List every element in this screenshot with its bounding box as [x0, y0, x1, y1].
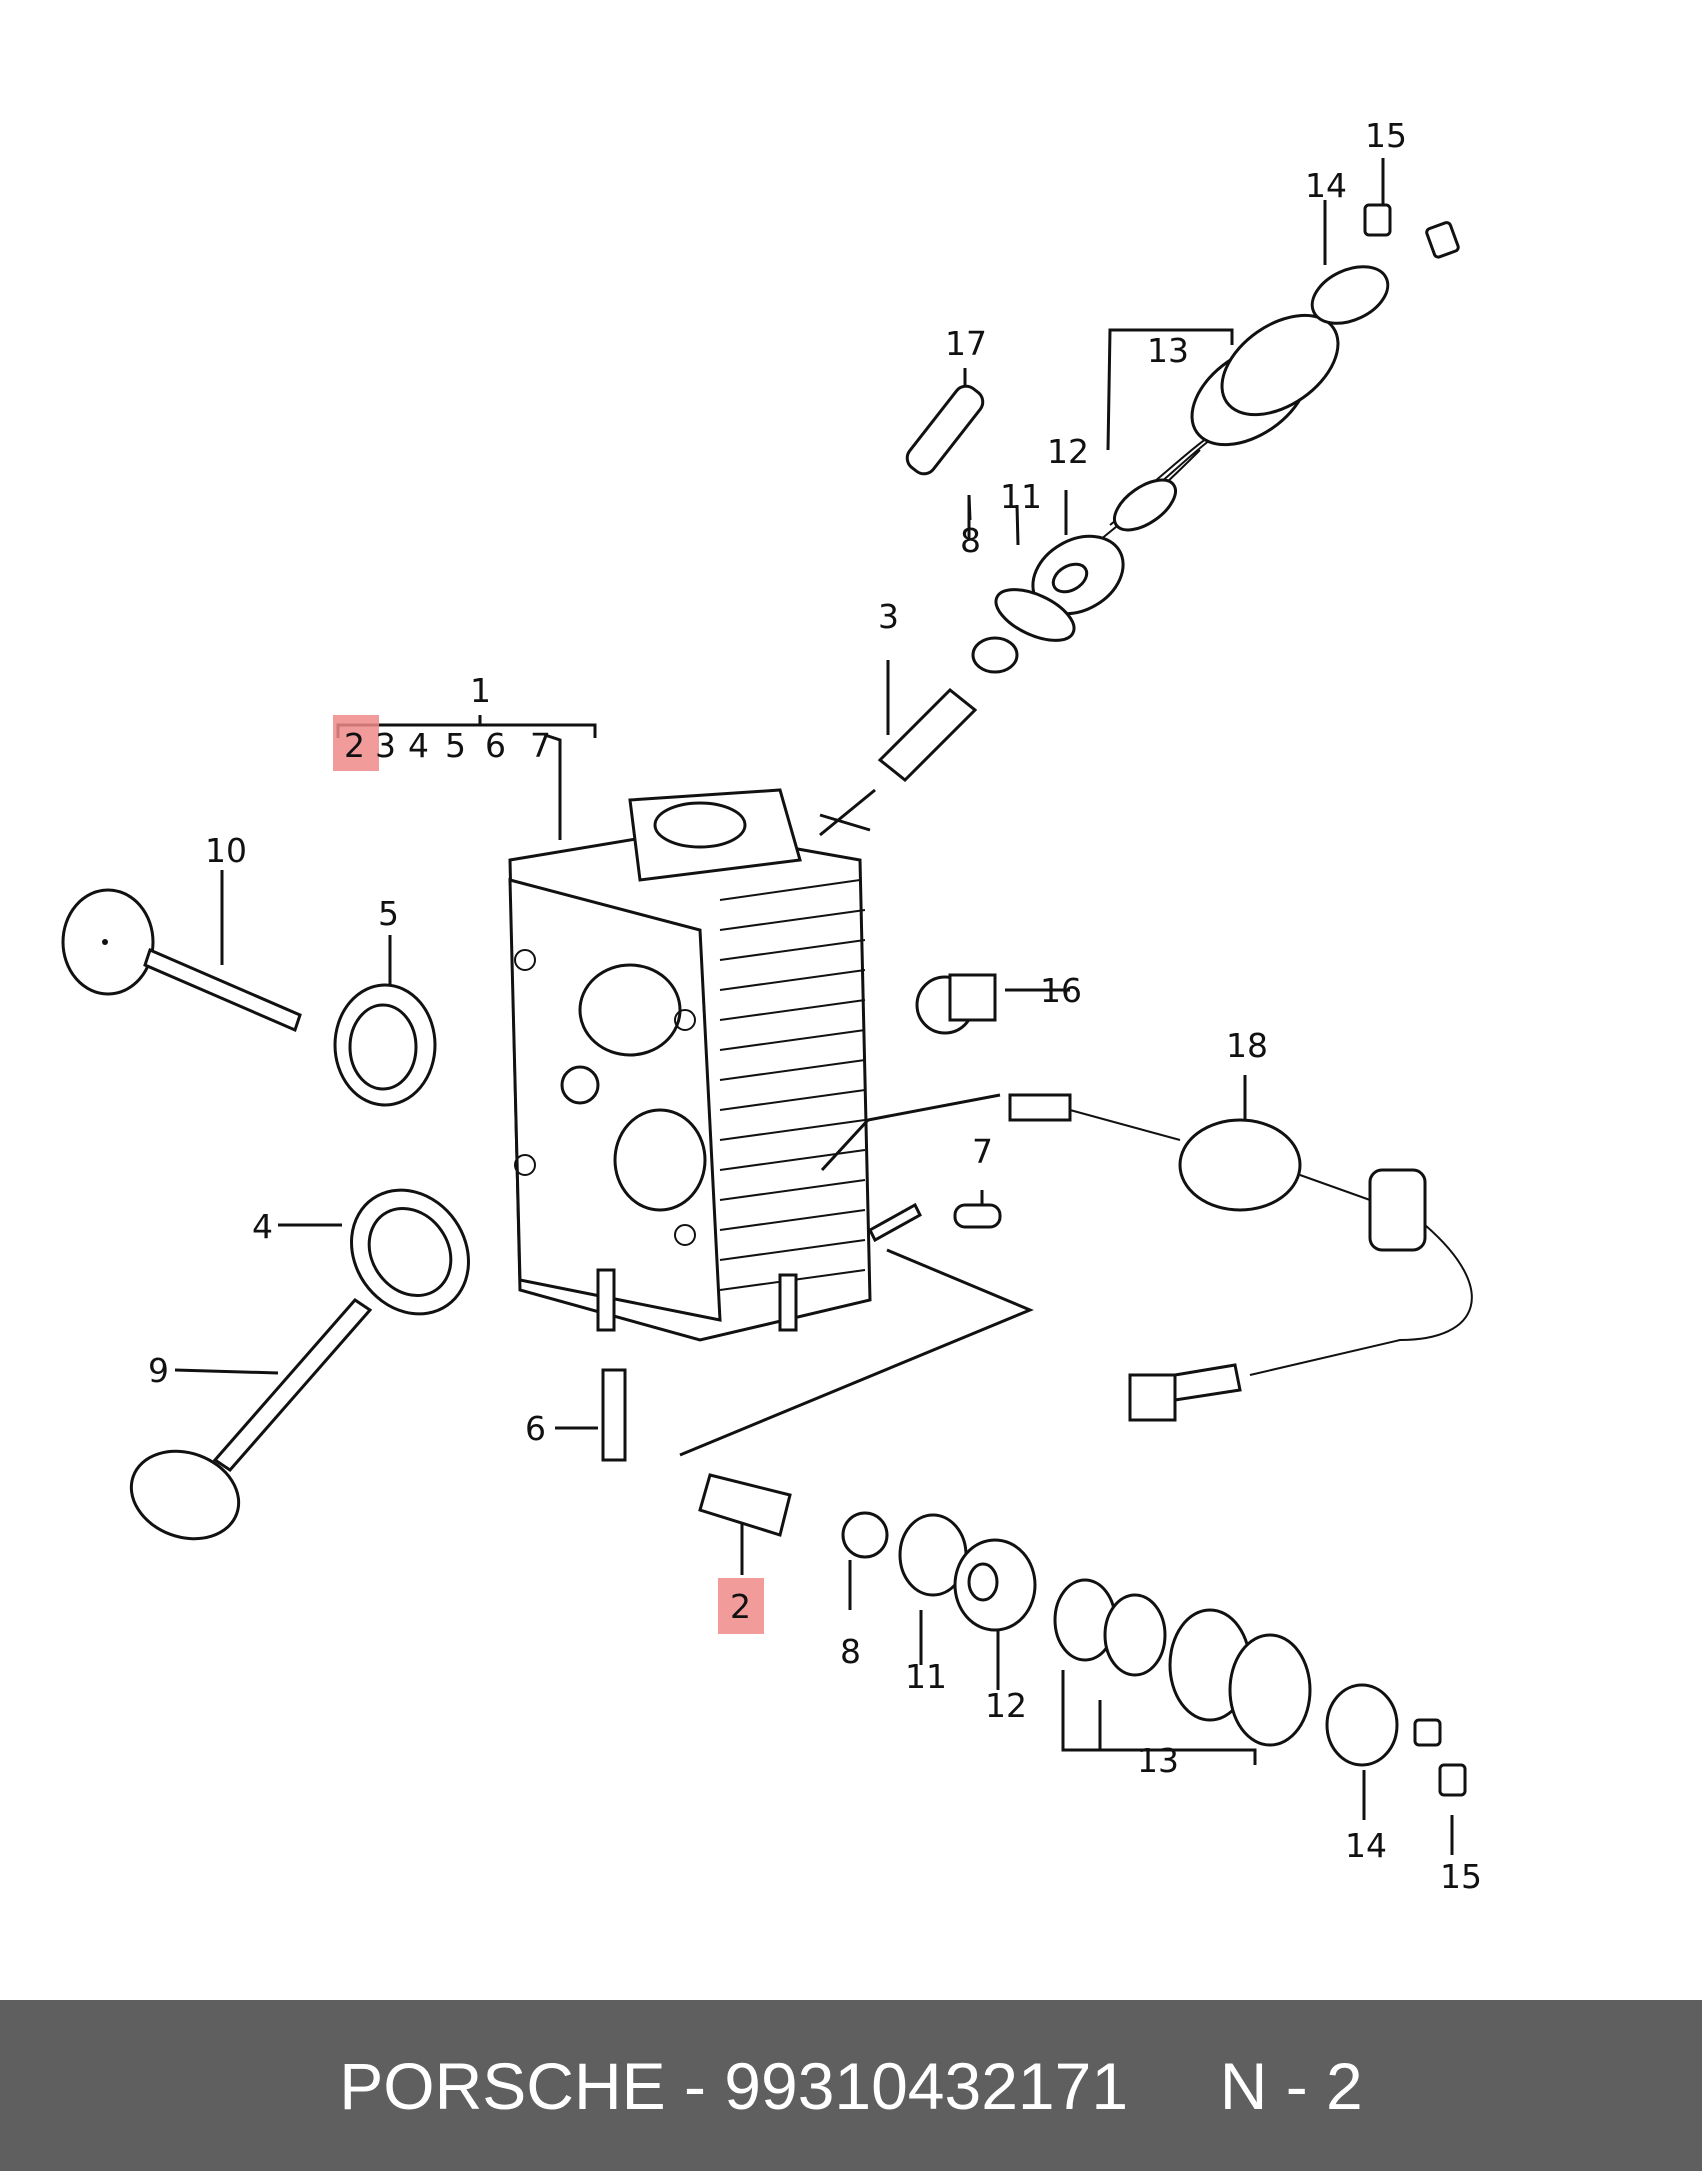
- label-11-top: 11: [1000, 477, 1042, 516]
- part-number-caption: PORSCHE - 99310432171 N - 2: [339, 2048, 1363, 2123]
- cylinder-head: [508, 788, 922, 1342]
- retainer-14-top: [1310, 265, 1390, 325]
- label-1: 1: [470, 671, 491, 710]
- label-group-4: 4: [408, 726, 429, 765]
- temperature-sensor-18: [1008, 1093, 1473, 1422]
- washer-12-top: [1031, 534, 1125, 616]
- valve-seat-5: [333, 983, 437, 1107]
- highlight-bottom-2: [718, 1578, 764, 1634]
- label-group-5: 5: [445, 726, 466, 765]
- label-15-top: 15: [1365, 116, 1407, 155]
- label-group-7: 7: [530, 726, 551, 765]
- valve-spring-13-top: [1099, 313, 1340, 541]
- label-14-top: 14: [1305, 166, 1347, 205]
- pin-17: [905, 384, 985, 476]
- label-15-bottom: 15: [1440, 1857, 1482, 1896]
- bushing-16: [915, 973, 997, 1035]
- label-13-top: 13: [1147, 331, 1189, 370]
- label-7: 7: [972, 1132, 993, 1171]
- exhaust-valve-10: [61, 888, 302, 1033]
- label-group-3: 3: [375, 726, 396, 765]
- valve-guide-2: [698, 1473, 792, 1537]
- retainer-14-bottom: [1325, 1683, 1399, 1767]
- label-18: 18: [1226, 1026, 1268, 1065]
- stud-6: [601, 1368, 627, 1462]
- leader-lines: [174, 158, 1454, 1855]
- label-2-bottom: 2: [730, 1587, 751, 1626]
- keepers-15-top: [1363, 203, 1460, 259]
- label-8-bottom: 8: [840, 1632, 861, 1671]
- label-group-6: 6: [485, 726, 506, 765]
- highlight-group-2: [333, 715, 379, 771]
- label-16: 16: [1040, 971, 1082, 1010]
- keepers-15-bottom: [1413, 1718, 1467, 1797]
- label-group-2: 2: [344, 726, 365, 765]
- valve-seat-4: [350, 1188, 470, 1316]
- label-12-top: 12: [1047, 432, 1089, 471]
- label-4: 4: [252, 1207, 273, 1246]
- valve-spring-13-bottom: [1053, 1578, 1312, 1747]
- seal-8-bottom: [841, 1511, 889, 1559]
- washer-12-bottom: [953, 1538, 1037, 1632]
- seal-8-top: [971, 636, 1019, 674]
- pin-7: [953, 1203, 1002, 1229]
- label-14-bottom: 14: [1345, 1826, 1387, 1865]
- label-10: 10: [205, 831, 247, 870]
- label-8-top: 8: [960, 521, 981, 560]
- parts-diagram: 1 2 3 4 5 6 7 10 5 4 9 6 17 13 15 14 12 …: [61, 116, 1482, 1896]
- intake-valve-9: [129, 1298, 373, 1541]
- label-5: 5: [378, 894, 399, 933]
- label-13-bottom: 13: [1137, 1741, 1179, 1780]
- label-6: 6: [525, 1409, 546, 1448]
- label-3: 3: [878, 597, 899, 636]
- footer-bar: PORSCHE - 99310432171 N - 2: [0, 2000, 1702, 2171]
- label-11-bottom: 11: [905, 1657, 947, 1696]
- label-17: 17: [945, 324, 987, 363]
- label-12-bottom: 12: [985, 1686, 1027, 1725]
- washer-11-top: [994, 588, 1076, 642]
- valve-guide-3: [877, 687, 978, 783]
- label-9: 9: [148, 1351, 169, 1390]
